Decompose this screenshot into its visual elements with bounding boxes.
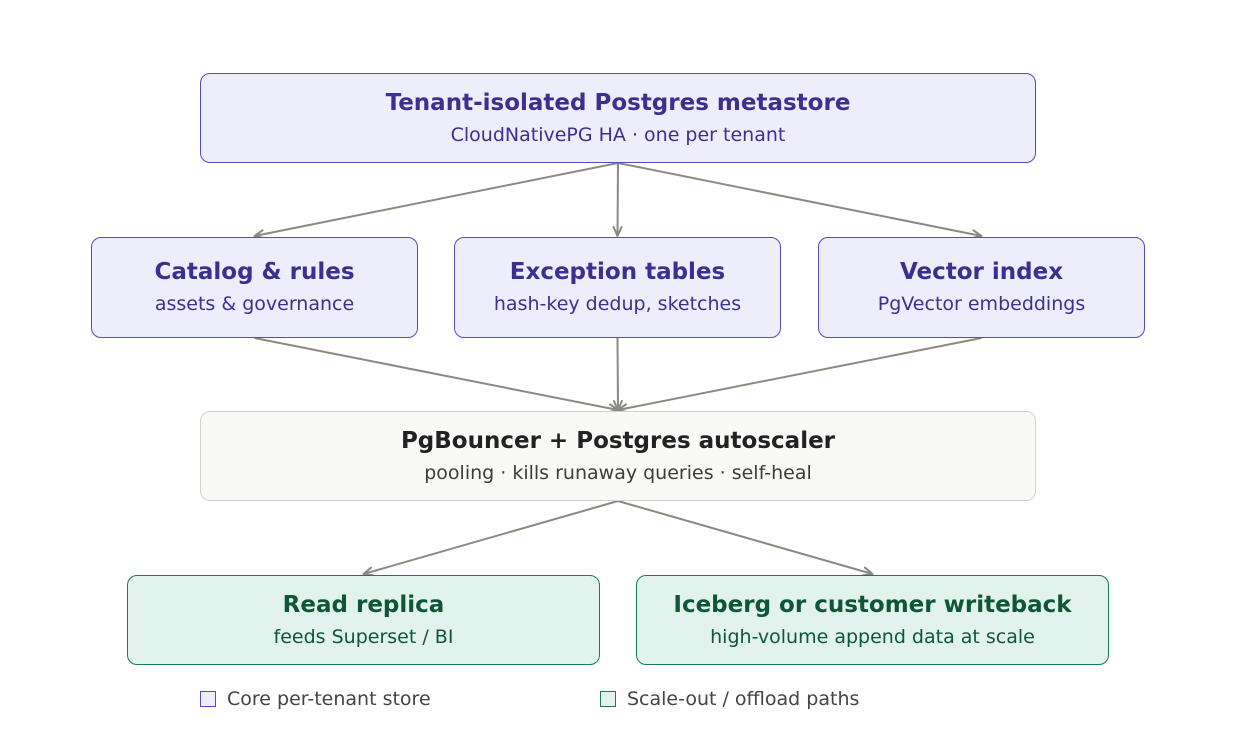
legend-core: Core per-tenant store — [200, 688, 431, 710]
replica-title: Read replica — [282, 591, 445, 618]
legend-offload-swatch — [600, 691, 616, 707]
edge-metastore-to-exception — [612, 162, 623, 237]
metastore-node: Tenant-isolated Postgres metastore Cloud… — [200, 73, 1036, 163]
vector-node: Vector index PgVector embeddings — [818, 237, 1145, 338]
edge-metastore-to-vector — [617, 162, 983, 240]
pgbouncer-title: PgBouncer + Postgres autoscaler — [400, 427, 836, 454]
exception-subtitle: hash-key dedup, sketches — [493, 293, 742, 316]
edge-pgbouncer-to-iceberg — [617, 500, 874, 577]
vector-subtitle: PgVector embeddings — [877, 293, 1086, 316]
catalog-node: Catalog & rules assets & governance — [91, 237, 418, 338]
legend-core-swatch — [200, 691, 216, 707]
edge-exception-to-pgbouncer — [612, 337, 623, 411]
catalog-title: Catalog & rules — [154, 259, 355, 286]
iceberg-subtitle: high-volume append data at scale — [710, 625, 1035, 648]
catalog-subtitle: assets & governance — [154, 293, 355, 316]
replica-subtitle: feeds Superset / BI — [273, 625, 454, 648]
pgbouncer-node: PgBouncer + Postgres autoscaler pooling … — [200, 411, 1036, 501]
exception-node: Exception tables hash-key dedup, sketche… — [454, 237, 781, 338]
iceberg-title: Iceberg or customer writeback — [673, 591, 1072, 618]
vector-title: Vector index — [899, 259, 1064, 286]
iceberg-node: Iceberg or customer writeback high-volum… — [636, 575, 1109, 665]
pgbouncer-subtitle: pooling · kills runaway queries · self-h… — [424, 461, 812, 484]
edge-metastore-to-catalog — [253, 162, 619, 240]
legend-offload-label: Scale-out / offload paths — [627, 688, 860, 710]
metastore-subtitle: CloudNativePG HA · one per tenant — [450, 123, 786, 146]
metastore-title: Tenant-isolated Postgres metastore — [385, 89, 851, 116]
replica-node: Read replica feeds Superset / BI — [127, 575, 600, 665]
edge-pgbouncer-to-replica — [362, 500, 619, 577]
legend-offload: Scale-out / offload paths — [600, 688, 859, 710]
edge-catalog-to-pgbouncer — [254, 337, 619, 414]
exception-title: Exception tables — [509, 259, 726, 286]
legend-core-label: Core per-tenant store — [227, 688, 431, 710]
edge-vector-to-pgbouncer — [617, 337, 982, 414]
